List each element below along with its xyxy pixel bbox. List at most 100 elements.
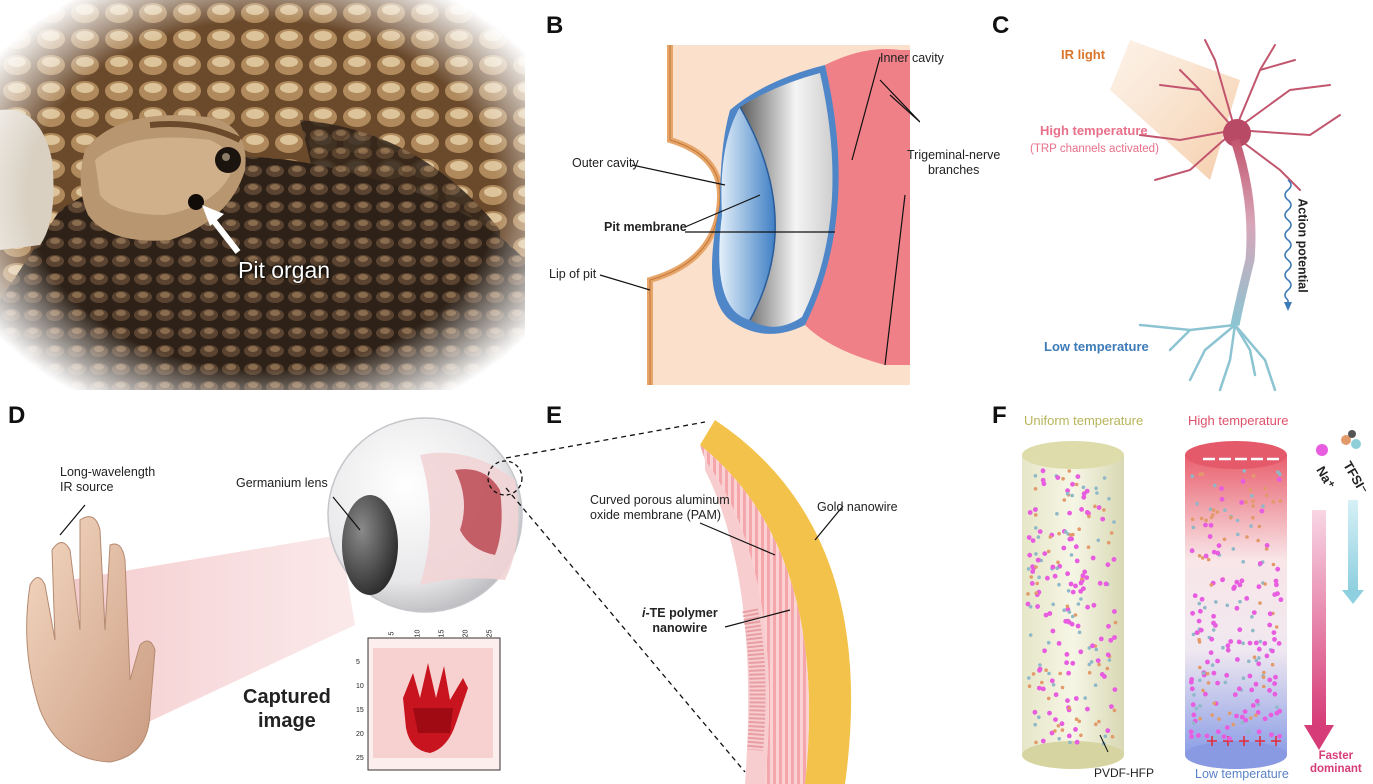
- ion-dot: [1252, 474, 1256, 478]
- ion-dot: [1037, 686, 1042, 691]
- ion-dot: [1077, 602, 1081, 606]
- ion-dot: [1248, 674, 1253, 679]
- ion-dot: [1081, 495, 1086, 500]
- y-tick: 5: [356, 655, 360, 670]
- uniform-temperature-label: Uniform temperature: [1024, 413, 1143, 428]
- ion-dot: [1078, 631, 1082, 635]
- ion-dot: [1272, 563, 1276, 567]
- ion-dot: [1244, 500, 1248, 504]
- pvdf-label: PVDF-HFP: [1094, 766, 1154, 781]
- ion-dot: [1069, 582, 1074, 587]
- ion-dot: [1197, 619, 1202, 624]
- ion-dot: [1203, 606, 1207, 610]
- ion-dot: [1030, 569, 1035, 574]
- ion-dot: [1199, 628, 1204, 633]
- ion-dot: [1278, 499, 1282, 503]
- ion-dot: [1278, 472, 1282, 476]
- ion-dot: [1252, 610, 1257, 615]
- ion-dot: [1068, 610, 1072, 614]
- ion-dot: [1191, 713, 1196, 718]
- ion-dot: [1058, 672, 1062, 676]
- ion-dot: [1038, 529, 1043, 534]
- ion-dot: [1271, 663, 1275, 667]
- ion-dot: [1250, 494, 1254, 498]
- ion-dot: [1068, 706, 1072, 710]
- ion-dot: [1275, 625, 1279, 629]
- ion-dot: [1208, 534, 1213, 539]
- captured-y-ticks: 5 10 15 20 25: [356, 638, 368, 770]
- ion-dot: [1099, 637, 1104, 642]
- ion-dot: [1243, 709, 1248, 714]
- ion-dot: [1091, 556, 1096, 561]
- ion-dot: [1234, 714, 1239, 719]
- ion-dot: [1256, 539, 1260, 543]
- trigeminal-line2: branches: [907, 163, 1000, 178]
- ion-dot: [1068, 741, 1072, 745]
- ion-dot: [1034, 552, 1038, 556]
- ion-dot: [1251, 629, 1255, 633]
- ion-dot: [1069, 533, 1073, 537]
- ion-dot: [1104, 582, 1109, 587]
- ion-dot: [1201, 689, 1205, 693]
- ion-dot: [1112, 520, 1116, 524]
- ion-dot: [1047, 672, 1051, 676]
- ion-dot: [1268, 611, 1273, 616]
- ion-dot: [1041, 468, 1046, 473]
- ion-dot: [1232, 723, 1236, 727]
- ion-dot: [1075, 740, 1080, 745]
- ion-dot: [1226, 604, 1230, 608]
- ion-dot: [1095, 648, 1099, 652]
- ion-dot: [1224, 673, 1229, 678]
- ion-dot: [1060, 721, 1065, 726]
- ion-dot: [1036, 558, 1041, 563]
- ion-dot: [1190, 611, 1195, 616]
- panel-label-f: F: [992, 402, 1007, 430]
- ion-dot: [1088, 671, 1092, 675]
- ion-dot: [1042, 551, 1047, 556]
- ion-dot: [1249, 488, 1253, 492]
- ion-dot: [1074, 544, 1079, 549]
- ion-dot: [1247, 729, 1251, 733]
- ion-dot: [1212, 628, 1216, 632]
- ion-dot: [1031, 538, 1036, 543]
- ion-dot: [1198, 666, 1202, 670]
- ion-dot: [1223, 538, 1227, 542]
- high-temperature-label: High temperature: [1040, 123, 1148, 138]
- germanium-lens-label: Germanium lens: [236, 476, 328, 491]
- x-tick: 25: [482, 630, 497, 638]
- ion-dot: [1082, 570, 1087, 575]
- ion-dot: [1033, 507, 1038, 512]
- ion-dot: [1259, 640, 1263, 644]
- snake-photo: [0, 0, 525, 390]
- ion-dot: [1094, 487, 1098, 491]
- pam-line1: Curved porous aluminum: [590, 493, 730, 508]
- ion-dot: [1237, 686, 1242, 691]
- ion-dot: [1076, 624, 1081, 629]
- ion-dot: [1102, 508, 1106, 512]
- ion-dot: [1275, 706, 1279, 710]
- ion-dot: [1037, 715, 1041, 719]
- ion-dot: [1037, 535, 1041, 539]
- ion-dot: [1207, 558, 1211, 562]
- ion-dot: [1211, 614, 1216, 619]
- ion-dot: [1250, 615, 1254, 619]
- ion-dot: [1067, 511, 1072, 516]
- ion-dot: [1066, 492, 1070, 496]
- y-tick: 25: [356, 751, 364, 766]
- ion-dot: [1093, 505, 1097, 509]
- ion-dot: [1242, 676, 1246, 680]
- ion-dot: [1090, 643, 1095, 648]
- ion-dot: [1107, 541, 1111, 545]
- ion-dot: [1215, 659, 1220, 664]
- ion-dot: [1209, 650, 1214, 655]
- ion-dot: [1189, 729, 1194, 734]
- ion-dot: [1255, 699, 1260, 704]
- ion-dot: [1257, 647, 1262, 652]
- ion-dot: [1073, 727, 1078, 732]
- ion-dot: [1067, 537, 1072, 542]
- ion-dot: [1261, 504, 1265, 508]
- ion-dot: [1213, 623, 1218, 628]
- ion-dot: [1057, 724, 1061, 728]
- ion-dot: [1189, 734, 1194, 739]
- ion-dot: [1265, 547, 1269, 551]
